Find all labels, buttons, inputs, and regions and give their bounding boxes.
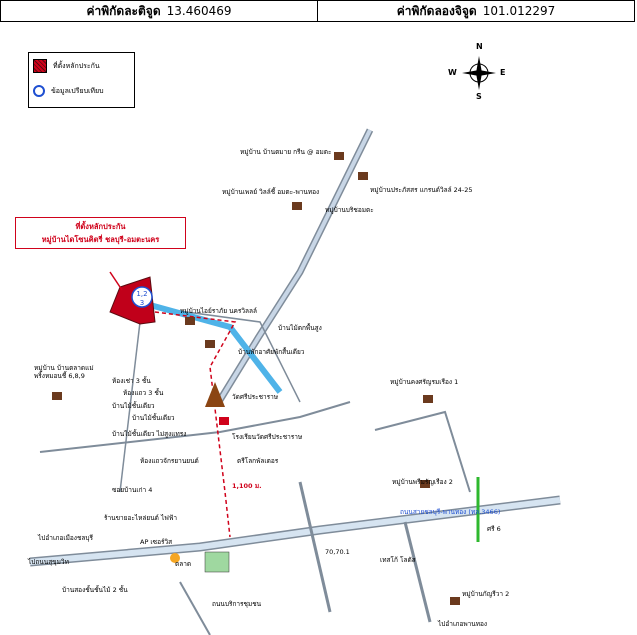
label-village11: หมู่บ้านกัญรีวา 2 bbox=[462, 590, 510, 598]
callout-leader bbox=[109, 271, 123, 291]
label-to-chonburi: ไปอำเภอเมืองชลบุรี bbox=[38, 534, 93, 542]
compass-north: N bbox=[476, 42, 483, 51]
location-map[interactable]: 1,2 3 bbox=[0, 22, 637, 635]
label-road-local: ถนนบริการชุมชน bbox=[212, 600, 262, 608]
house-icon bbox=[205, 340, 215, 348]
label-village6: หมู่บ้านไอย์ราภัย นครวิลลล์ bbox=[180, 307, 257, 315]
label-market: ตลาด bbox=[175, 560, 192, 568]
property-callout: ที่ตั้งหลักประกัน หมู่บ้านไดโซนคิตรี่ ชล… bbox=[15, 217, 186, 249]
label-house-d: บ้านไม้ชั้นเดียว ไม่สูงแทรง bbox=[112, 430, 187, 438]
label-temple: วัดศรีประชาราษ bbox=[232, 393, 279, 401]
legend-property-label: ที่ตั้งหลักประกัน bbox=[53, 61, 100, 70]
road-right bbox=[374, 410, 471, 493]
label-tesco: เทสโก้ โลตัส bbox=[380, 556, 416, 564]
property-swatch bbox=[33, 59, 47, 73]
road-soi-b bbox=[403, 521, 432, 623]
compass-icon bbox=[462, 56, 496, 90]
label-road-3466: ถนนสายชลบุรี-พานทอง (ทล.3466) bbox=[400, 508, 501, 516]
label-km: 70,70.1 bbox=[325, 548, 350, 556]
compass-south: S bbox=[476, 92, 482, 101]
label-village9: หมู่บ้านคงศรัญรมเรือง 1 bbox=[390, 378, 459, 386]
label-num6: ศรี 6 bbox=[487, 525, 501, 533]
legend-property: ที่ตั้งหลักประกัน bbox=[33, 59, 100, 73]
parcel-marker[interactable] bbox=[131, 286, 153, 308]
legend-comparable: ข้อมูลเปรียบเทียบ bbox=[33, 85, 104, 97]
label-distance: 1,100 ม. bbox=[232, 482, 262, 490]
label-house-single-a: ห้องเช่า 3 ชั้น bbox=[112, 377, 151, 385]
road-horizontal bbox=[39, 401, 351, 453]
compass-west: W bbox=[448, 68, 457, 77]
map-legend: ที่ตั้งหลักประกัน ข้อมูลเปรียบเทียบ bbox=[28, 52, 135, 108]
label-house-e: บ้านไม้ชั้นเดียว bbox=[132, 414, 175, 422]
compass-rose: N S E W bbox=[448, 42, 506, 101]
longitude-label: ค่าพิกัดลองจิจูด bbox=[396, 3, 477, 18]
house-icon bbox=[185, 317, 195, 325]
label-village3: หมู่บ้านประภัสสร แกรนด์วิลล์ 24-25 bbox=[370, 186, 473, 194]
label-ap: AP เซอร์วิส bbox=[140, 538, 173, 546]
label-house-single-b: ห้องแถว 3 ชั้น bbox=[123, 389, 164, 397]
building-markers bbox=[52, 152, 460, 605]
parcel-number-bottom: 3 bbox=[140, 299, 144, 307]
road-main-inner bbox=[29, 497, 561, 565]
label-village5: หมู่บ้าน บ้านตลาดแม่ พริ้งหมอนชี้ 6,8,9 bbox=[34, 364, 94, 380]
label-to-panthong: ไปอำเภอพานทอง bbox=[438, 620, 488, 628]
callout-line1: ที่ตั้งหลักประกัน bbox=[75, 222, 126, 231]
house-icon bbox=[52, 392, 62, 400]
house-icon bbox=[423, 395, 433, 403]
house-icon bbox=[292, 202, 302, 210]
house-icon bbox=[420, 480, 430, 488]
comparable-swatch bbox=[33, 85, 45, 97]
route-line bbox=[154, 311, 237, 538]
coordinate-bar: ค่าพิกัดละติจูด 13.460469 ค่าพิกัดลองจิจ… bbox=[0, 0, 635, 22]
ap-marker bbox=[170, 553, 180, 563]
road-soi-c bbox=[179, 581, 211, 635]
road-soi-a bbox=[298, 481, 332, 613]
callout-line2: หมู่บ้านไดโซนคิตรี่ ชลบุรี-อมตะนคร bbox=[41, 235, 160, 244]
house-icon bbox=[334, 152, 344, 160]
school-icon bbox=[219, 417, 229, 425]
latitude-value: 13.460469 bbox=[166, 4, 232, 18]
label-village8: บ้านพักอาศัยพักสื้นเดียว bbox=[238, 348, 305, 356]
label-village1: หมู่บ้าน บ้านตมาย กรีน @ อมตะ bbox=[240, 148, 332, 156]
road-amata-inner bbox=[218, 129, 372, 402]
latitude-cell: ค่าพิกัดละติจูด 13.460469 bbox=[1, 1, 317, 21]
longitude-cell: ค่าพิกัดลองจิจูด 101.012297 bbox=[317, 1, 634, 21]
label-shop: ร้านขายอะไหล่ยนต์ ไฟฟ้า bbox=[104, 514, 178, 522]
longitude-value: 101.012297 bbox=[482, 4, 556, 18]
house-icon bbox=[450, 597, 460, 605]
label-office: ตรีโลกพัลเตอร bbox=[237, 457, 279, 465]
label-village4: หมู่บ้านบริชอมตะ bbox=[325, 206, 374, 214]
market-icon bbox=[204, 551, 230, 573]
road-soi-d bbox=[119, 321, 141, 493]
label-school: โรงเรียนวัดศรีประชาราษ bbox=[232, 433, 303, 441]
label-house-rear: บ้านสองชั้นชั้นไม้ 2 ชั้น bbox=[62, 586, 128, 594]
label-to-sukhumvit: ไปถนนสุขุมวิท bbox=[28, 558, 69, 566]
parcel-number-top: 1,2 bbox=[136, 290, 147, 298]
legend-comparable-label: ข้อมูลเปรียบเทียบ bbox=[51, 86, 104, 95]
label-house-c: บ้านไม้ชั้นเดียว bbox=[112, 402, 155, 410]
house-icon bbox=[358, 172, 368, 180]
label-village10: หมู่บ้านพรีมรัญเรือง 2 bbox=[392, 478, 453, 486]
label-soi-village: ซอยบ้านเก่า 4 bbox=[112, 486, 153, 494]
label-village2: หมู่บ้านเพลย์ วิลล์ชี้ อมตะ-พานทอง bbox=[222, 188, 320, 196]
canal bbox=[149, 302, 283, 394]
latitude-label: ค่าพิกัดละติจูด bbox=[86, 3, 161, 18]
label-house-f: ห้องแถวจักรยานยนต์ bbox=[140, 457, 199, 465]
temple-icon bbox=[205, 382, 225, 407]
compass-east: E bbox=[500, 68, 506, 77]
label-village7: บ้านไม้ตกพื้นสูง bbox=[278, 324, 322, 332]
